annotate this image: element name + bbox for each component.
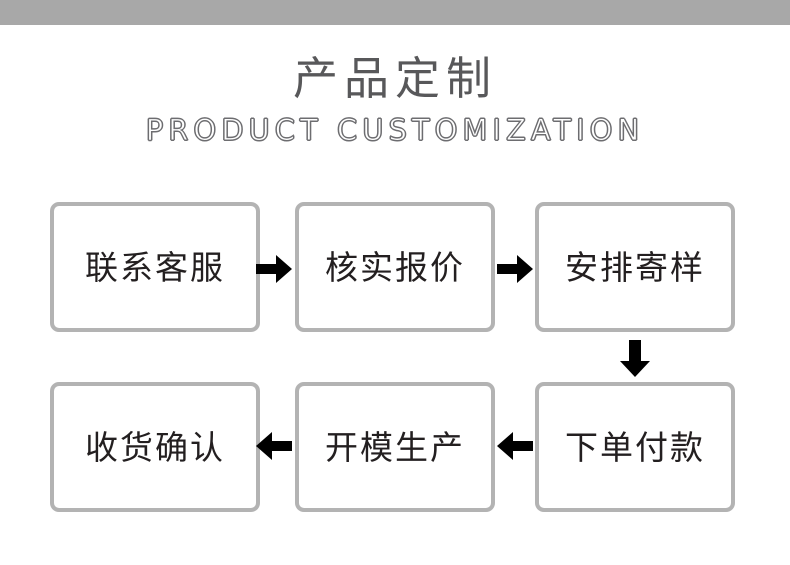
- heading-block: 产品定制 PRODUCT CUSTOMIZATION: [0, 52, 790, 148]
- arrow-right-icon-1: [256, 255, 292, 283]
- flow-box-label: 开模生产: [325, 427, 465, 467]
- flow-box-step-5[interactable]: 开模生产: [295, 382, 495, 512]
- page-title-cn: 产品定制: [292, 52, 497, 105]
- top-gray-band: [0, 0, 790, 25]
- flow-box-step-6[interactable]: 收货确认: [50, 382, 260, 512]
- page-subtitle-en: PRODUCT CUSTOMIZATION: [145, 113, 645, 148]
- flow-box-step-2[interactable]: 核实报价: [295, 202, 495, 332]
- arrow-down-icon-1: [620, 340, 650, 377]
- flow-box-label: 安排寄样: [565, 247, 705, 287]
- arrow-left-icon-2: [497, 432, 533, 460]
- flow-box-label: 联系客服: [85, 247, 225, 287]
- flow-box-step-1[interactable]: 联系客服: [50, 202, 260, 332]
- flow-box-step-3[interactable]: 安排寄样: [535, 202, 735, 332]
- flow-box-step-4[interactable]: 下单付款: [535, 382, 735, 512]
- arrow-right-icon-2: [497, 255, 533, 283]
- flow-box-label: 下单付款: [565, 427, 705, 467]
- arrow-left-icon-1: [256, 432, 292, 460]
- flow-box-label: 核实报价: [325, 247, 465, 287]
- flow-box-label: 收货确认: [85, 427, 225, 467]
